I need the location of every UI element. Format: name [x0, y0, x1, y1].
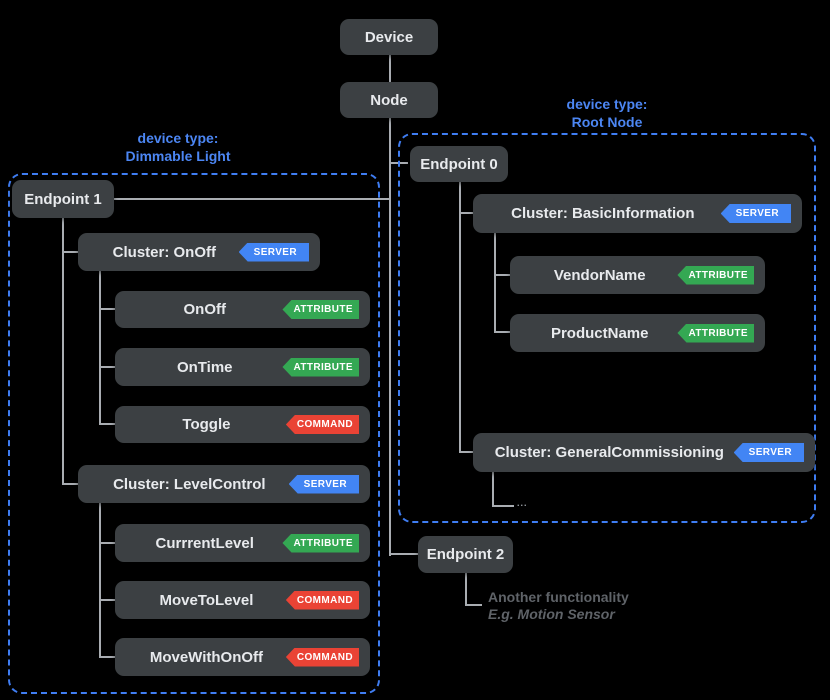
node-box-endpoint-1: Endpoint 1 [12, 180, 114, 218]
connector-line [62, 218, 64, 485]
node-label: Cluster: BasicInformation [511, 205, 695, 222]
node-label: ProductName [550, 324, 649, 342]
attribute-badge: ATTRIBUTE [282, 533, 359, 553]
node-box-attr-currrentlevel: CurrrentLevel ATTRIBUTE [115, 524, 370, 562]
group-outline-dimmable-light [8, 173, 380, 694]
note-line-1: Another functionality [488, 589, 629, 605]
attribute-badge: ATTRIBUTE [282, 357, 359, 377]
node-label: Cluster: OnOff [112, 243, 216, 261]
node-label: Cluster: LevelControl [113, 475, 266, 493]
connector-line [492, 472, 494, 507]
node-box-endpoint-0: Endpoint 0 [410, 146, 508, 182]
connector-line [494, 274, 510, 276]
node-label: Device [364, 28, 414, 46]
server-badge: SERVER [238, 242, 309, 262]
connector-line [459, 182, 461, 453]
connector-line [492, 505, 514, 507]
server-badge: SERVER [720, 204, 791, 223]
node-label: Node [370, 91, 408, 109]
server-badge: SERVER [288, 474, 359, 494]
connector-line [389, 553, 418, 555]
endpoint-2-note: Another functionality E.g. Motion Sensor [488, 589, 629, 623]
node-label: Cluster: GeneralCommissioning [494, 444, 724, 461]
connector-line [465, 604, 482, 606]
connector-line [99, 503, 101, 657]
note-line-2: E.g. Motion Sensor [488, 606, 615, 622]
server-badge: SERVER [733, 443, 804, 462]
group-header-dimmable-light: device type: Dimmable Light [8, 129, 348, 165]
connector-line [99, 308, 115, 310]
node-box-cluster-onoff: Cluster: OnOff SERVER [78, 233, 320, 271]
device-type-value: Root Node [571, 114, 643, 130]
node-label: OnOff [183, 301, 226, 318]
connector-line [99, 423, 115, 425]
node-box-cluster-basicinformation: Cluster: BasicInformation SERVER [473, 194, 802, 233]
node-box-cmd-movewithonoff: MoveWithOnOff COMMAND [115, 638, 370, 676]
node-box-cmd-movetolevel: MoveToLevel COMMAND [115, 581, 370, 619]
attribute-badge: ATTRIBUTE [282, 300, 359, 319]
node-box-device: Device [340, 19, 438, 55]
connector-line [389, 118, 391, 556]
connector-line [389, 55, 391, 82]
node-label: Toggle [182, 416, 231, 433]
node-box-cluster-generalcommissioning: Cluster: GeneralCommissioning SERVER [473, 433, 815, 472]
connector-line [99, 599, 115, 601]
node-label: CurrrentLevel [155, 534, 254, 552]
node-label: Endpoint 0 [420, 155, 498, 173]
node-box-attr-vendorname: VendorName ATTRIBUTE [510, 256, 765, 294]
device-type-label: device type: [137, 130, 219, 146]
node-label: OnTime [176, 358, 233, 376]
node-box-node: Node [340, 82, 438, 118]
node-box-attr-onoff: OnOff ATTRIBUTE [115, 291, 370, 328]
connector-line [62, 483, 78, 485]
connector-line [494, 331, 510, 333]
node-label: VendorName [553, 266, 646, 284]
node-box-attr-productname: ProductName ATTRIBUTE [510, 314, 765, 352]
node-box-endpoint-2: Endpoint 2 [418, 536, 513, 573]
group-header-root-node: device type: Root Node [398, 95, 816, 131]
connector-line [99, 656, 115, 658]
node-label: MoveToLevel [159, 591, 254, 609]
node-label: MoveWithOnOff [149, 648, 264, 666]
connector-line [62, 251, 78, 253]
attribute-badge: ATTRIBUTE [677, 323, 754, 343]
connector-line [99, 271, 101, 425]
node-box-cluster-levelcontrol: Cluster: LevelControl SERVER [78, 465, 370, 503]
attribute-badge: ATTRIBUTE [677, 265, 754, 285]
connector-line [494, 233, 496, 333]
node-label: Endpoint 2 [426, 546, 505, 563]
device-type-value: Dimmable Light [125, 148, 231, 164]
node-box-attr-ontime: OnTime ATTRIBUTE [115, 348, 370, 386]
node-label: Endpoint 1 [24, 190, 102, 208]
command-badge: COMMAND [285, 590, 359, 610]
command-badge: COMMAND [285, 415, 359, 434]
connector-line [459, 212, 473, 214]
connector-line [459, 451, 473, 453]
connector-line [99, 542, 115, 544]
connector-line [99, 366, 115, 368]
connector-line [113, 198, 390, 200]
connector-line [465, 573, 467, 606]
device-type-label: device type: [566, 96, 648, 112]
command-badge: COMMAND [285, 647, 359, 667]
more-clusters-ellipsis: ... [517, 498, 528, 508]
node-box-cmd-toggle: Toggle COMMAND [115, 406, 370, 443]
group-outline-root-node [398, 133, 816, 523]
